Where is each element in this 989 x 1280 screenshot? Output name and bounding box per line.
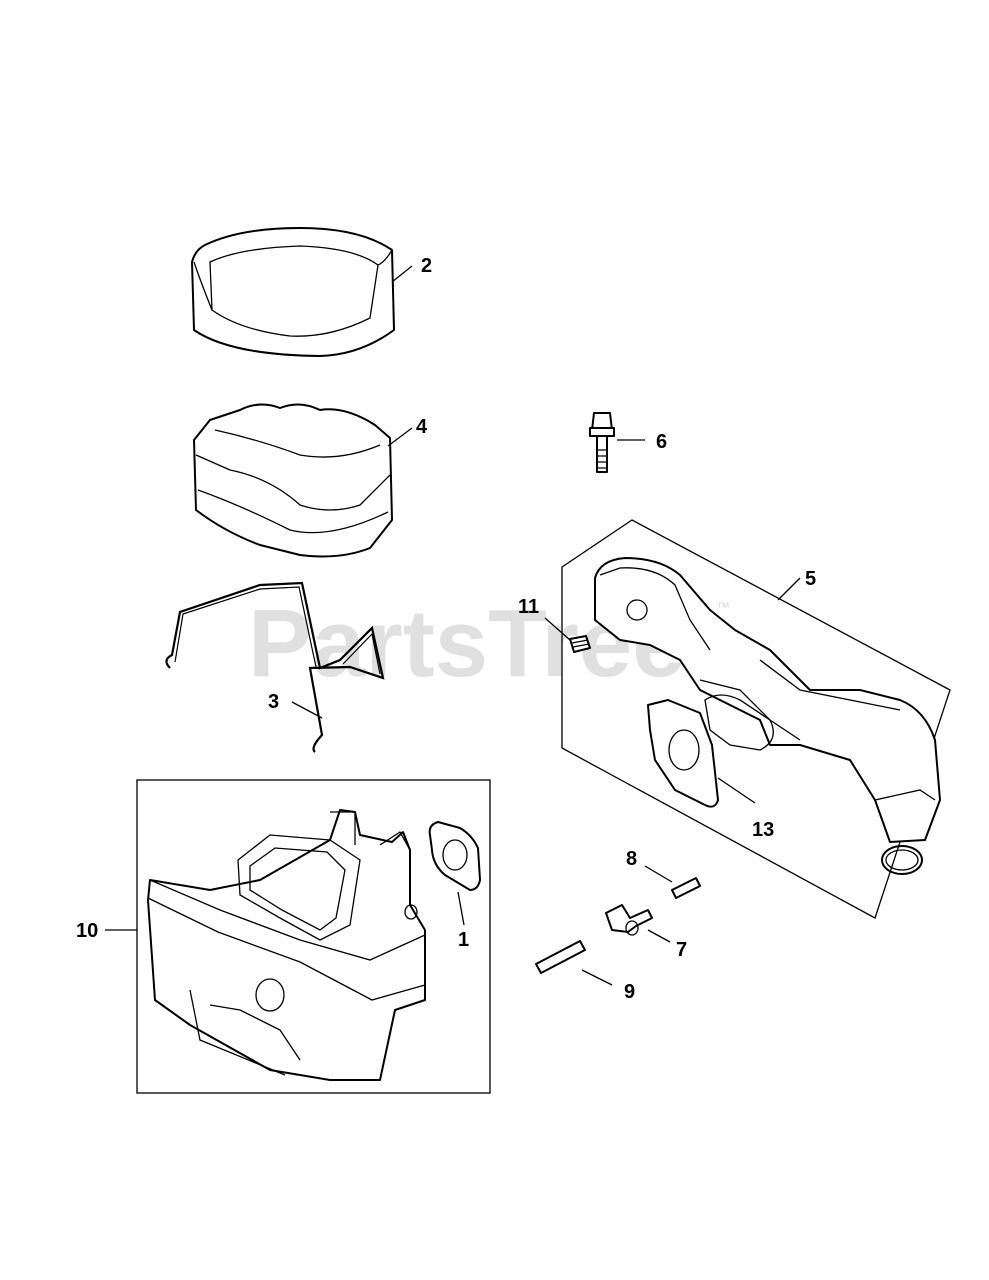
callout-1: 1 <box>458 929 469 951</box>
callout-2: 2 <box>421 255 432 277</box>
part-6-bolt[interactable] <box>589 412 615 473</box>
part-9-tube[interactable] <box>535 940 586 974</box>
part-7-breather-valve[interactable] <box>605 904 653 936</box>
part-11-fitting[interactable] <box>569 635 591 653</box>
part-4-air-filter[interactable] <box>193 403 393 558</box>
part-2-precleaner[interactable] <box>191 227 395 357</box>
leader-lines <box>105 265 801 986</box>
part-3-retainer-clip[interactable] <box>165 581 385 753</box>
part-10-air-cleaner-base[interactable] <box>147 809 426 1081</box>
callout-9: 9 <box>624 981 635 1003</box>
part-10-group-box <box>136 779 491 1094</box>
callouts: 2 4 3 1 10 6 5 11 13 8 7 9 <box>76 255 816 1003</box>
part-8-pin[interactable] <box>671 877 701 899</box>
callout-4: 4 <box>416 416 428 438</box>
callout-13: 13 <box>752 819 774 841</box>
part-5-intake-manifold[interactable] <box>594 557 941 843</box>
callout-6: 6 <box>656 431 667 453</box>
o-ring[interactable] <box>881 845 923 875</box>
callout-11: 11 <box>518 596 539 618</box>
callout-3: 3 <box>268 691 279 713</box>
callout-5: 5 <box>805 568 816 590</box>
watermark-trademark: ™ <box>716 599 730 615</box>
part-13-gasket[interactable] <box>647 699 719 808</box>
callout-10: 10 <box>76 920 98 942</box>
part-1-gasket[interactable] <box>428 821 481 891</box>
callout-7: 7 <box>676 939 687 961</box>
callout-8: 8 <box>626 848 637 870</box>
